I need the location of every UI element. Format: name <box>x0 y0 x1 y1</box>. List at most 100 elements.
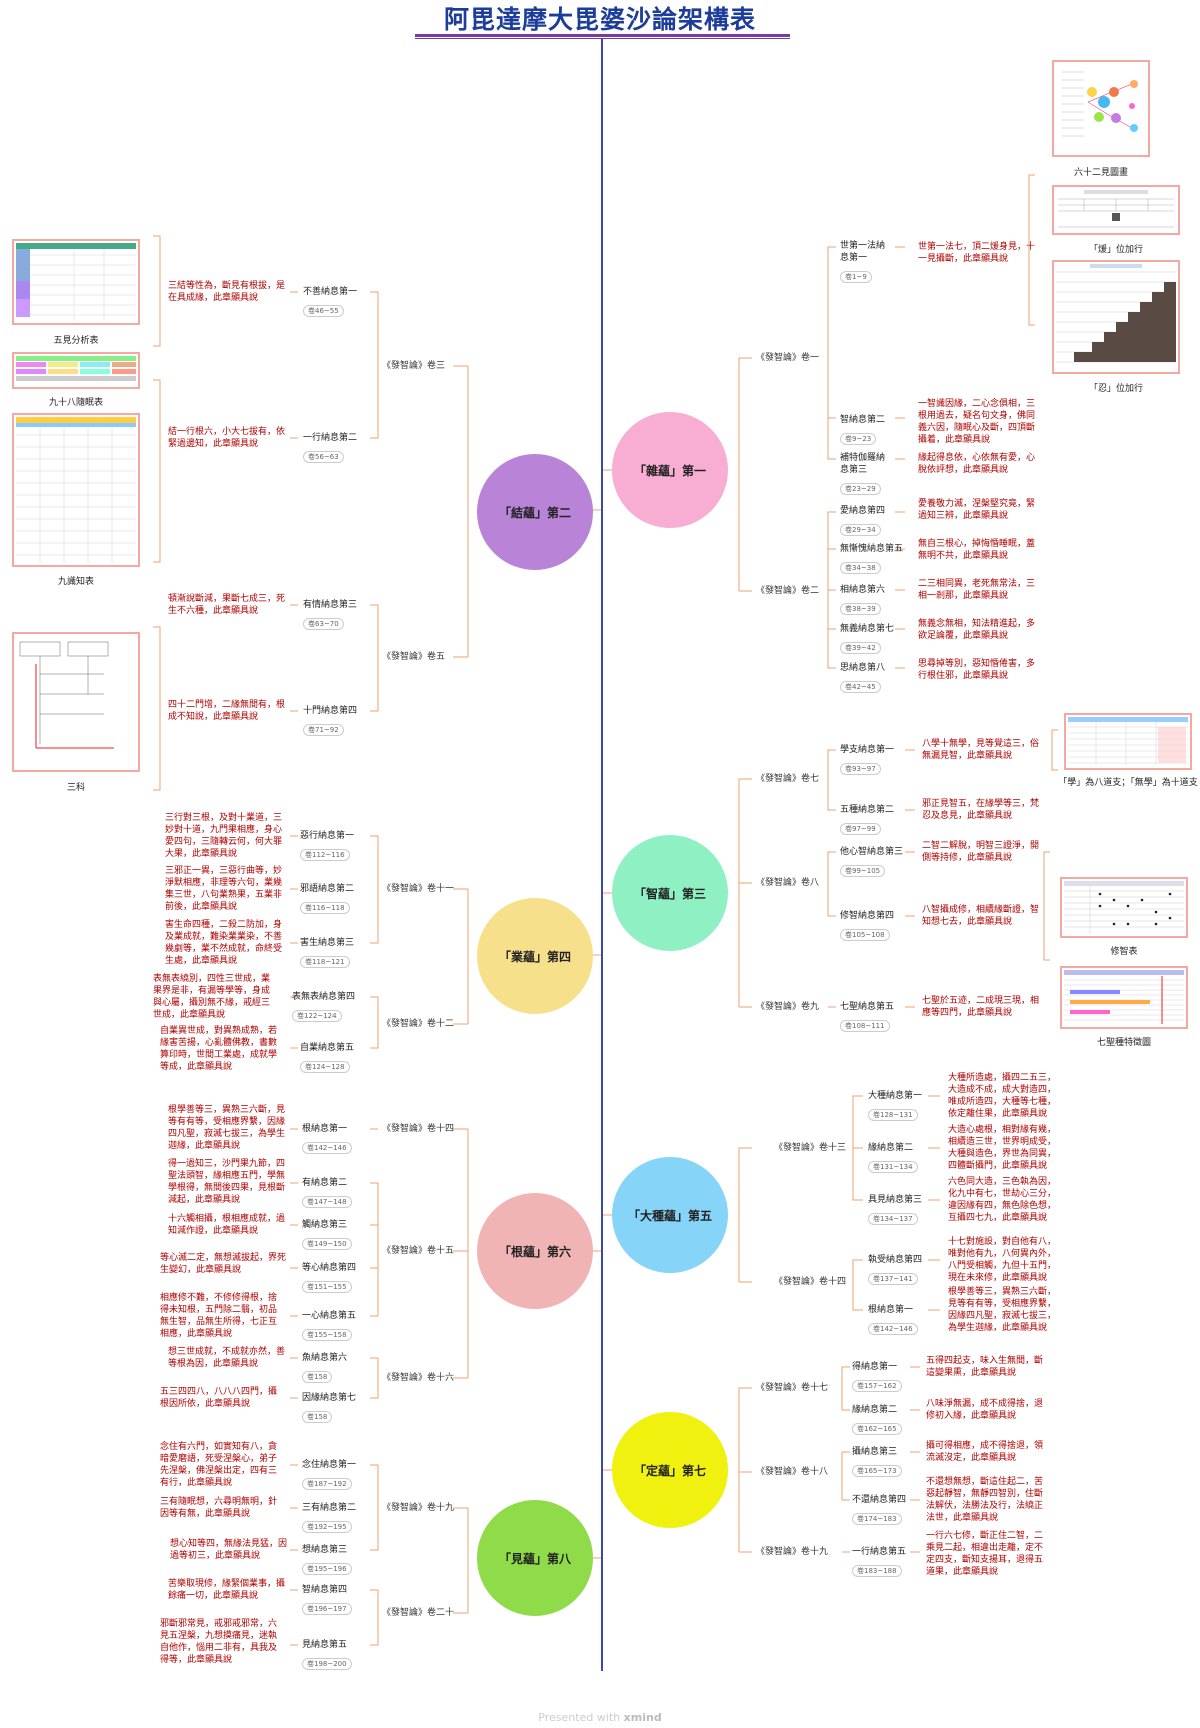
chapter-node[interactable]: 想納息第三 卷195~196 <box>302 1544 352 1575</box>
book-label[interactable]: 《發智論》卷十八 <box>756 1467 829 1477</box>
chapter-node[interactable]: 緣納息第二 卷131~134 <box>868 1142 918 1173</box>
chapter-node[interactable]: 大種納息第一 卷128~131 <box>868 1090 922 1121</box>
chapter-node[interactable]: 不善納息第一 卷46~55 <box>303 286 357 317</box>
book-label[interactable]: 《發智論》卷九 <box>756 1002 820 1012</box>
chapter-range: 卷42~45 <box>840 681 881 693</box>
chapter-label: 大種納息第一 <box>868 1091 923 1101</box>
footer-credit: Presented with xmind <box>0 1711 1200 1724</box>
chapter-range: 卷1~9 <box>840 271 872 283</box>
skandha-5-node[interactable]: 「大種蘊」第五 <box>612 1157 728 1273</box>
table-thumbnail[interactable] <box>1052 260 1180 374</box>
chapter-node[interactable]: 根納息第一 卷142~146 <box>868 1304 918 1335</box>
book-label[interactable]: 《發智論》卷五 <box>382 652 446 662</box>
chapter-range: 卷105~108 <box>840 929 890 941</box>
skandha-3-node[interactable]: 「智蘊」第三 <box>612 835 728 951</box>
book-label[interactable]: 《發智論》卷十四 <box>382 1124 455 1134</box>
book-label[interactable]: 《發智論》卷十一 <box>382 884 455 894</box>
chapter-label: 執受納息第四 <box>868 1255 923 1265</box>
page-title: 阿毘達摩大毘婆沙論架構表 <box>443 5 756 34</box>
chapter-node[interactable]: 執受納息第四 卷137~141 <box>868 1254 922 1285</box>
chapter-label: 學支納息第一 <box>840 745 895 755</box>
skandha-8-node[interactable]: 「見蘊」第八 <box>477 1500 593 1616</box>
chapter-node[interactable]: 念住納息第一 卷187~192 <box>302 1459 356 1490</box>
book-label[interactable]: 《發智論》卷一 <box>756 353 820 363</box>
table-thumbnail[interactable] <box>1060 877 1188 938</box>
chapter-node[interactable]: 一心納息第五 卷155~158 <box>302 1310 356 1341</box>
chapter-node[interactable]: 自業納息第五 卷124~128 <box>300 1042 354 1073</box>
chapter-node[interactable]: 一行納息第五 卷183~188 <box>852 1546 906 1577</box>
chapter-summary: 三邪正一異，三惡行曲等，妙淨默相應，非理等六句，業幾集三世，八句業熟果，五業非前… <box>165 866 283 912</box>
book-label[interactable]: 《發智論》卷十六 <box>382 1373 455 1383</box>
chapter-node[interactable]: 因緣納息第七 卷158 <box>302 1392 356 1423</box>
skandha-7-node[interactable]: 「定蘊」第七 <box>612 1412 728 1528</box>
chapter-summary: 等心滅二定，無想滅拔起，界死生變幻，此章顯具說 <box>160 1253 287 1275</box>
chapter-node[interactable]: 等心納息第四 卷151~155 <box>302 1262 356 1293</box>
thumbnail-caption: 九識知表 <box>57 577 94 587</box>
chapter-node[interactable]: 魚納息第六 卷158 <box>302 1352 347 1383</box>
chapter-node[interactable]: 學支納息第一 卷93~97 <box>840 744 894 775</box>
chapter-label: 五種納息第二 <box>840 805 895 815</box>
chapter-node[interactable]: 得納息第一 卷157~162 <box>852 1361 902 1392</box>
chapter-node[interactable]: 七聖納息第五 卷108~111 <box>840 1001 894 1032</box>
chapter-node[interactable]: 攝納息第三 卷165~173 <box>852 1446 902 1477</box>
book-label[interactable]: 《發智論》卷三 <box>382 361 446 371</box>
chapter-node[interactable]: 相納息第六 卷38~39 <box>840 584 885 615</box>
skandha-2-node[interactable]: 「結蘊」第二 <box>477 454 593 570</box>
chapter-node[interactable]: 十門納息第四 卷71~92 <box>303 705 357 736</box>
chapter-node[interactable]: 不還納息第四 卷174~183 <box>852 1494 906 1525</box>
book-label[interactable]: 《發智論》卷十三 <box>774 1143 847 1153</box>
chapter-node[interactable]: 惡行納息第一 卷112~116 <box>300 830 354 861</box>
book-label[interactable]: 《發智論》卷十九 <box>382 1503 455 1513</box>
book-label[interactable]: 《發智論》卷二 <box>756 586 820 596</box>
chapter-node[interactable]: 思納息第八 卷42~45 <box>840 662 885 693</box>
table-thumbnail[interactable] <box>12 239 140 325</box>
table-thumbnail[interactable] <box>1064 713 1192 770</box>
chapter-node[interactable]: 有情納息第三 卷63~70 <box>303 599 357 630</box>
book-label[interactable]: 《發智論》卷二十 <box>382 1608 455 1618</box>
chapter-node[interactable]: 智納息第四 卷196~197 <box>302 1584 352 1615</box>
chapter-node[interactable]: 愛納息第四 卷29~34 <box>840 505 885 536</box>
chapter-range: 卷142~146 <box>868 1323 918 1335</box>
chapter-node[interactable]: 世第一法納息第一 卷1~9 <box>840 240 892 283</box>
table-thumbnail[interactable] <box>1060 966 1188 1029</box>
diagram-thumbnail[interactable] <box>1052 60 1150 157</box>
chapter-node[interactable]: 他心智納息第三 卷99~105 <box>840 846 903 877</box>
chapter-node[interactable]: 一行納息第二 卷56~63 <box>303 432 357 463</box>
book-label[interactable]: 《發智論》卷十二 <box>382 1019 455 1029</box>
chapter-summary: 七聖於五迹，二成現三現，相應等四門，此章顯具說 <box>922 996 1040 1018</box>
table-thumbnail[interactable] <box>12 413 140 567</box>
thumbnail-caption: 五見分析表 <box>53 336 99 346</box>
diagram-thumbnail[interactable] <box>12 632 140 772</box>
chapter-node[interactable]: 表無表納息第四 卷122~124 <box>292 991 355 1022</box>
chapter-label: 想納息第三 <box>302 1545 348 1555</box>
chapter-node[interactable]: 緣納息第二 卷162~165 <box>852 1404 902 1435</box>
chapter-node[interactable]: 邪語納息第二 卷116~118 <box>300 883 354 914</box>
chapter-node[interactable]: 智納息第二 卷9~23 <box>840 414 892 445</box>
book-label[interactable]: 《發智論》卷十四 <box>774 1277 847 1287</box>
chapter-node[interactable]: 補特伽羅納息第三 卷23~29 <box>840 452 892 495</box>
chapter-range: 卷112~116 <box>300 849 350 861</box>
chapter-node[interactable]: 無義納息第七 卷39~42 <box>840 623 894 654</box>
chapter-node[interactable]: 具見納息第三 卷134~137 <box>868 1194 922 1225</box>
book-label[interactable]: 《發智論》卷十五 <box>382 1246 455 1256</box>
chapter-node[interactable]: 見納息第五 卷198~200 <box>302 1639 352 1670</box>
book-label[interactable]: 《發智論》卷十七 <box>756 1383 829 1393</box>
chapter-node[interactable]: 有納息第二 卷147~148 <box>302 1177 352 1208</box>
skandha-1-node[interactable]: 「雜蘊」第一 <box>612 412 728 528</box>
chapter-node[interactable]: 觸納息第三 卷149~150 <box>302 1219 352 1250</box>
skandha-6-node[interactable]: 「根蘊」第六 <box>477 1193 593 1309</box>
chapter-range: 卷124~128 <box>300 1061 350 1073</box>
table-thumbnail[interactable] <box>1052 185 1180 235</box>
chapter-node[interactable]: 無慚愧納息第五 卷34~38 <box>840 543 903 574</box>
table-thumbnail[interactable] <box>12 352 140 389</box>
chapter-node[interactable]: 修智納息第四 卷105~108 <box>840 910 894 941</box>
book-label[interactable]: 《發智論》卷十九 <box>756 1547 829 1557</box>
chapter-node[interactable]: 五種納息第二 卷97~99 <box>840 804 894 835</box>
book-label[interactable]: 《發智論》卷七 <box>756 774 820 784</box>
chapter-node[interactable]: 三有納息第二 卷192~195 <box>302 1502 356 1533</box>
thumbnail-caption: 「煖」位加行 <box>1088 245 1143 255</box>
skandha-4-node[interactable]: 「業蘊」第四 <box>477 898 593 1014</box>
chapter-node[interactable]: 害生納息第三 卷118~121 <box>300 937 354 968</box>
chapter-node[interactable]: 根納息第一 卷142~146 <box>302 1123 352 1154</box>
book-label[interactable]: 《發智論》卷八 <box>756 878 820 888</box>
